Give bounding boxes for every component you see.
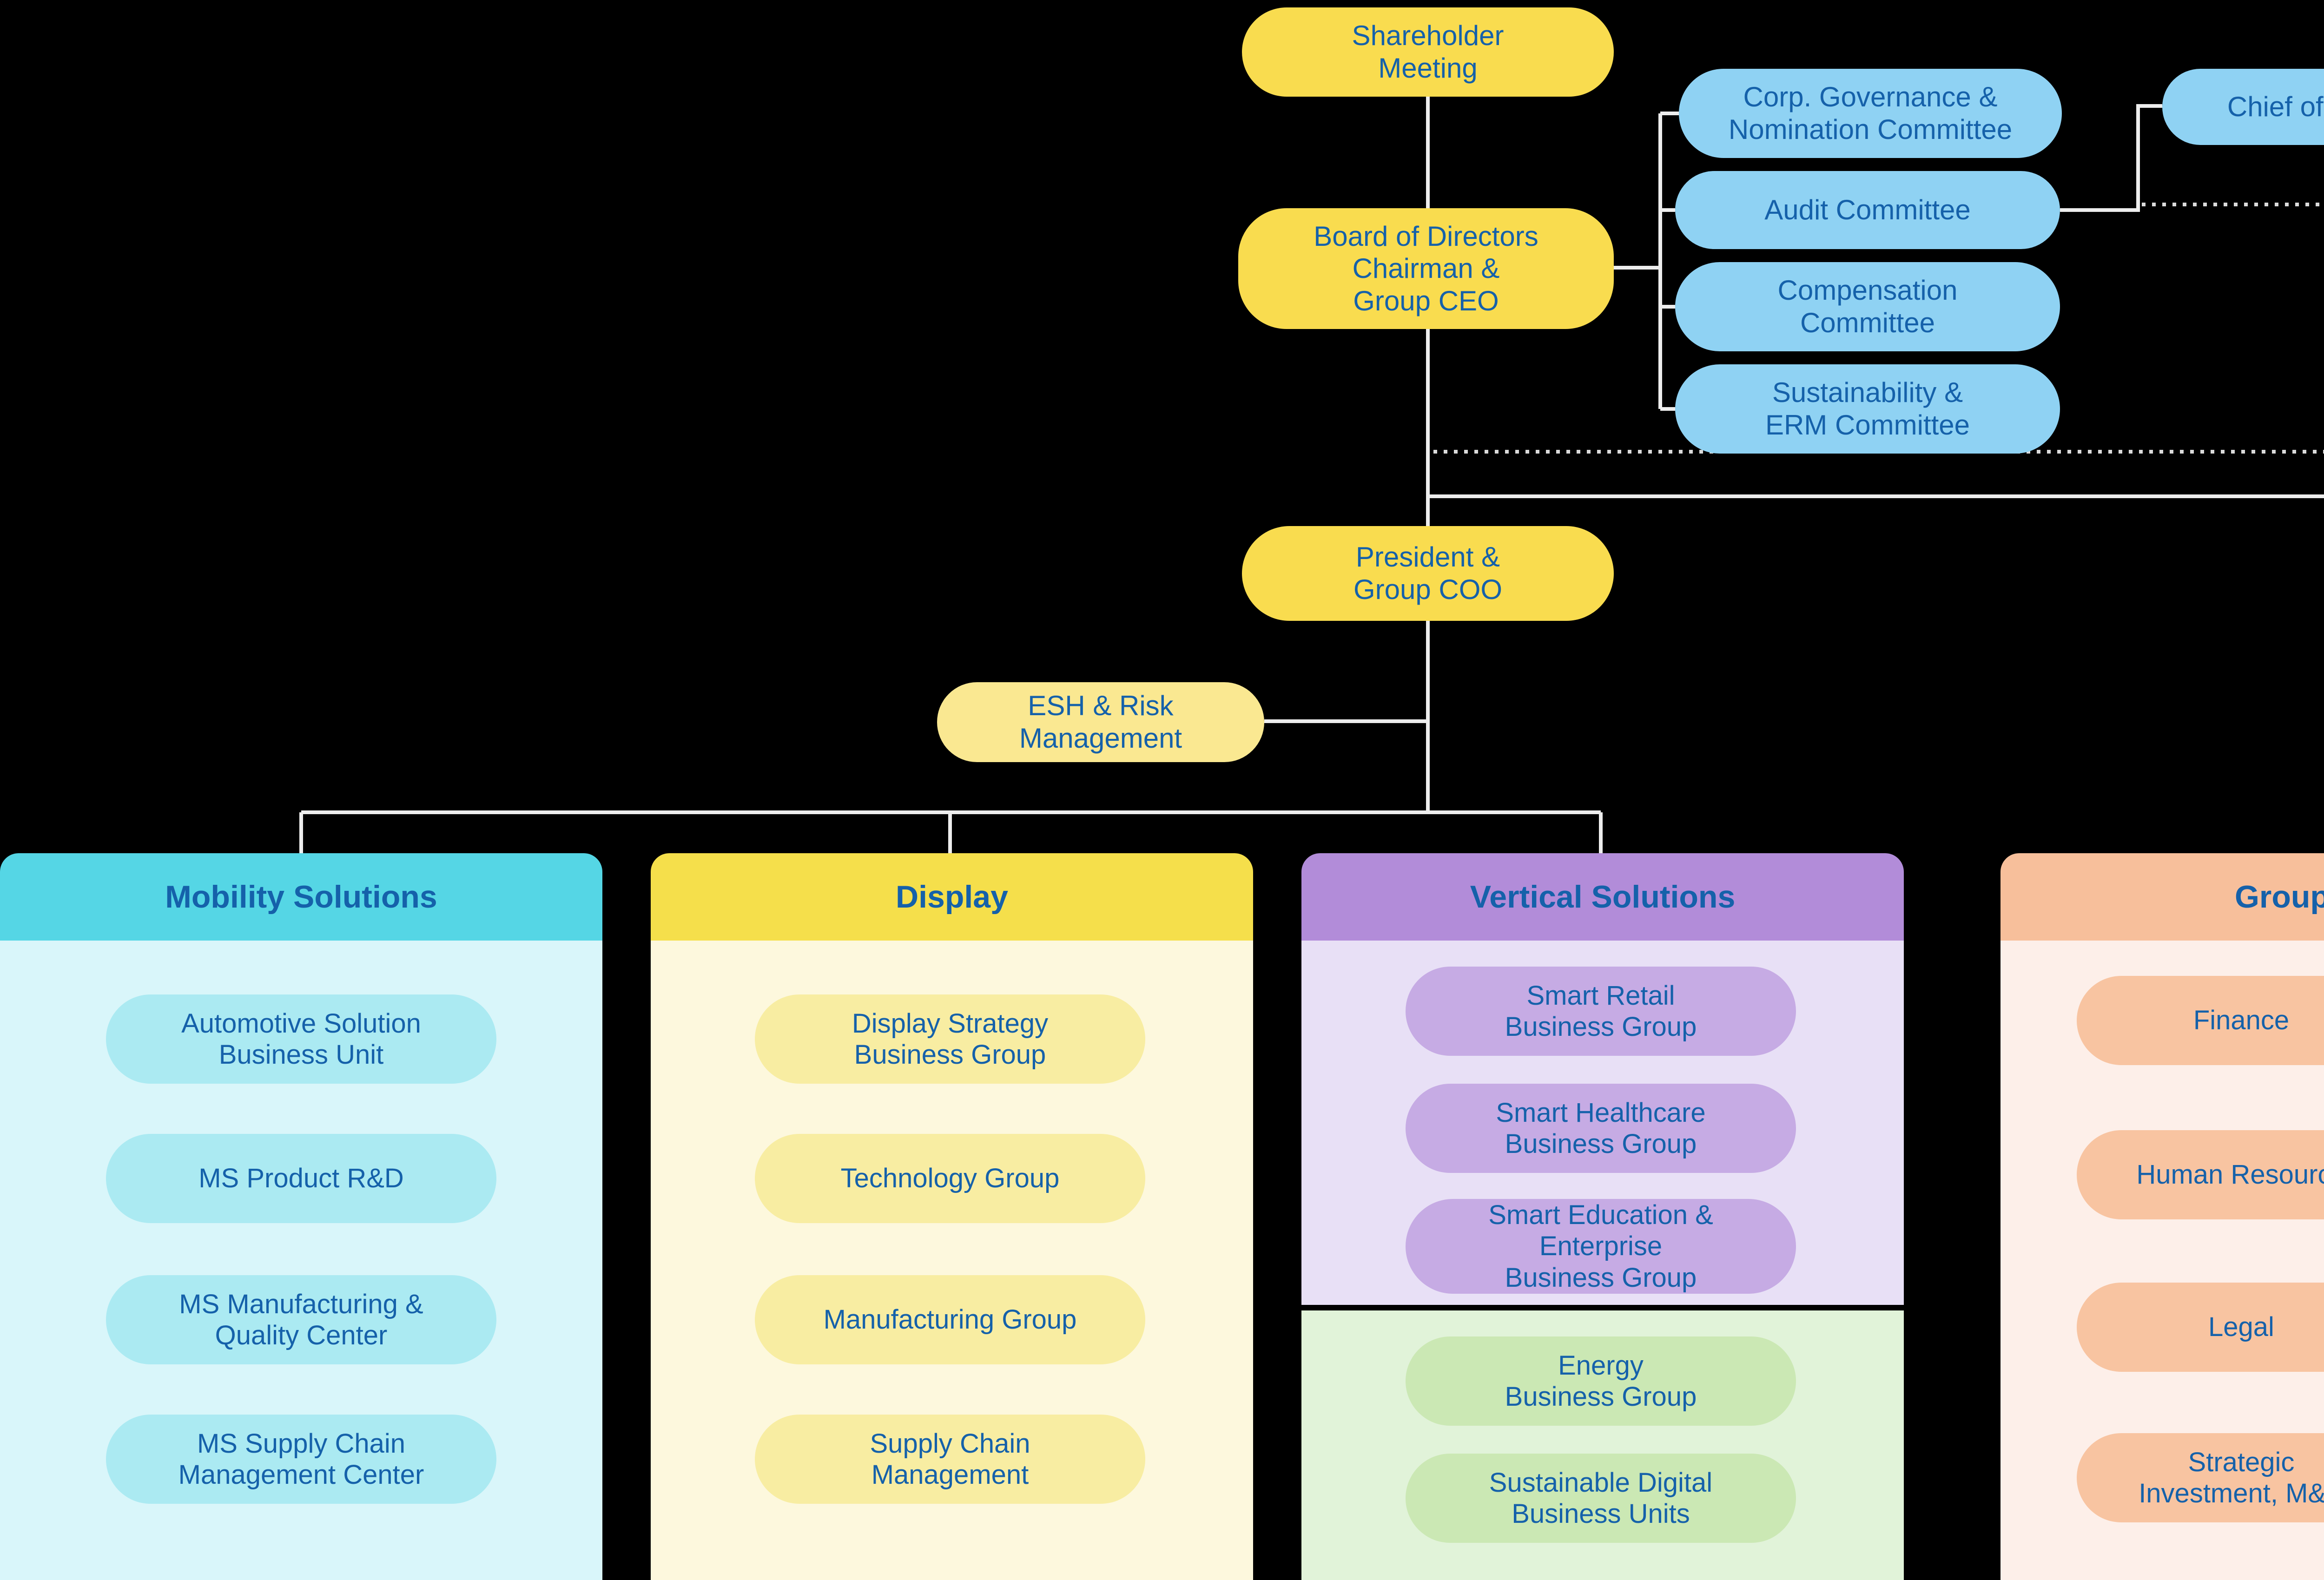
org-item-supply-chain-management: Supply Chain Management bbox=[755, 1415, 1145, 1504]
node-compensation-committee: Compensation Committee bbox=[1675, 262, 2060, 351]
audit-compliance-connector bbox=[2060, 104, 2162, 212]
org-item-ms-manufacturing-quality: MS Manufacturing & Quality Center bbox=[106, 1275, 496, 1364]
org-item-manufacturing-group: Manufacturing Group bbox=[755, 1275, 1145, 1364]
org-item-ms-product-rd: MS Product R&D bbox=[106, 1134, 496, 1223]
org-item-smart-retail: Smart Retail Business Group bbox=[1406, 967, 1796, 1056]
org-item-legal: Legal bbox=[2077, 1283, 2324, 1372]
org-item-strategic-investment-ma: Strategic Investment, M&A bbox=[2077, 1433, 2324, 1522]
node-sustainability-erm-committee: Sustainability & ERM Committee bbox=[1675, 364, 2060, 454]
board-committees-bracket bbox=[1614, 112, 1679, 411]
org-item-automotive-solution-bu: Automotive Solution Business Unit bbox=[106, 994, 496, 1084]
org-item-energy-business-group: Energy Business Group bbox=[1406, 1336, 1796, 1426]
solid-connectors bbox=[299, 97, 2324, 853]
node-corp-governance-nomination-committee: Corp. Governance & Nomination Committee bbox=[1679, 69, 2062, 158]
division-header-group-infrastructure: Group Infrastructure Unit bbox=[2000, 853, 2324, 941]
org-item-ms-supply-chain: MS Supply Chain Management Center bbox=[106, 1415, 496, 1504]
org-item-human-resource: Human Resource bbox=[2077, 1130, 2324, 1219]
infrastructure-connector bbox=[1428, 494, 2324, 498]
org-item-sustainable-digital: Sustainable Digital Business Units bbox=[1406, 1454, 1796, 1543]
node-chief-of-compliance: Chief of Compliance bbox=[2162, 69, 2324, 145]
division-header-display: Display bbox=[651, 853, 1253, 941]
divisions-bracket bbox=[299, 810, 1603, 853]
division-header-vertical-solutions: Vertical Solutions bbox=[1301, 853, 1904, 941]
org-item-display-strategy: Display Strategy Business Group bbox=[755, 994, 1145, 1084]
node-audit-committee: Audit Committee bbox=[1675, 171, 2060, 249]
node-shareholder-meeting: Shareholder Meeting bbox=[1242, 7, 1614, 97]
node-esh-risk-management: ESH & Risk Management bbox=[937, 682, 1264, 762]
node-board-of-directors: Board of Directors Chairman & Group CEO bbox=[1238, 208, 1614, 329]
node-president-group-coo: President & Group COO bbox=[1242, 526, 1614, 621]
org-item-smart-healthcare: Smart Healthcare Business Group bbox=[1406, 1084, 1796, 1173]
org-item-technology-group: Technology Group bbox=[755, 1134, 1145, 1223]
org-item-smart-education-enterprise: Smart Education & Enterprise Business Gr… bbox=[1406, 1199, 1796, 1294]
org-item-finance: Finance bbox=[2077, 976, 2324, 1065]
division-header-mobility-solutions: Mobility Solutions bbox=[0, 853, 602, 941]
